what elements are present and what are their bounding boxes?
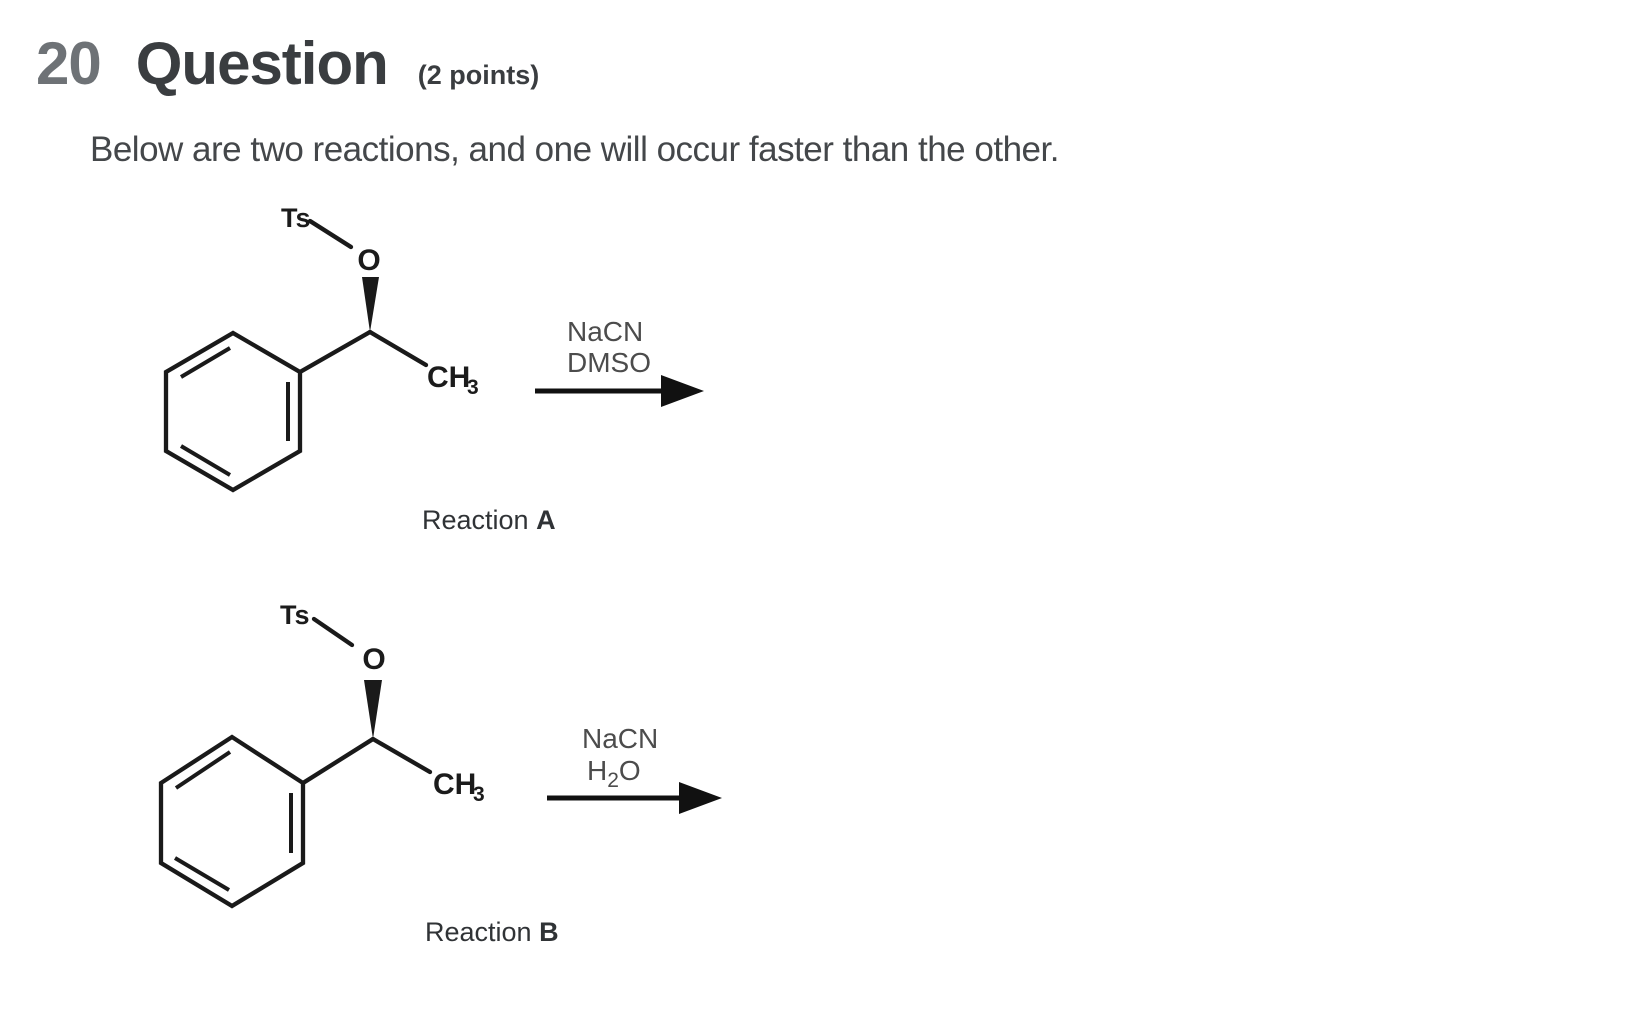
- methyl-subscript-b: 3: [473, 783, 485, 806]
- ts-label-a: Ts: [281, 203, 311, 233]
- reaction-arrow-head-b: [679, 782, 722, 814]
- water-o: O: [619, 755, 641, 786]
- oxygen-label-b: O: [362, 643, 385, 676]
- water-h: H: [587, 755, 607, 786]
- benzene-double-bond-b-3: [173, 856, 231, 892]
- methyl-label-b: CH: [433, 768, 476, 801]
- bond-ring-to-carbon-a: [297, 329, 373, 375]
- question-points-badge: (2 points): [417, 60, 540, 90]
- water-subscript: 2: [607, 769, 619, 792]
- reaction-a-caption-letter: A: [536, 505, 556, 535]
- methyl-subscript-a: 3: [467, 376, 479, 399]
- reaction-b-caption-letter: B: [539, 917, 559, 947]
- question-header: 20 Question (2 points): [36, 34, 539, 94]
- benzene-double-bond-a-1: [179, 346, 232, 379]
- methyl-label-a: CH: [427, 361, 470, 394]
- reaction-b-caption: Reaction B: [425, 917, 559, 947]
- bond-carbon-to-methyl-a: [367, 329, 429, 368]
- question-number: 20: [36, 30, 102, 97]
- bond-ring-to-carbon-b: [300, 736, 376, 786]
- reagent-nacn-a: NaCN: [567, 316, 643, 347]
- wedge-bond-b: [364, 680, 382, 739]
- ts-label-b: Ts: [280, 600, 310, 630]
- reaction-a-caption-prefix: Reaction: [422, 505, 536, 535]
- oxygen-label-a: O: [357, 244, 380, 277]
- reagent-nacn-b: NaCN: [582, 723, 658, 754]
- reagent-water-b: H2O: [587, 755, 641, 792]
- reaction-a-scheme: Ts O CH 3 NaCN DMSO Reaction A: [163, 203, 704, 535]
- reaction-a-caption: Reaction A: [422, 505, 556, 535]
- reaction-arrow-head-a: [661, 375, 704, 407]
- question-prompt-text: Below are two reactions, and one will oc…: [90, 130, 1059, 169]
- benzene-double-bond-b-1: [174, 750, 232, 790]
- bond-carbon-to-methyl-b: [370, 736, 433, 775]
- question-title: Question: [135, 30, 389, 97]
- benzene-double-bond-a-3: [179, 444, 232, 477]
- wedge-bond-a: [362, 277, 379, 332]
- benzene-ring-b: [158, 734, 306, 909]
- bond-o-to-ts-a: [307, 218, 354, 250]
- reagent-dmso-a: DMSO: [567, 347, 651, 378]
- bond-o-to-ts-b: [311, 616, 355, 648]
- reaction-b-scheme: Ts O CH 3 NaCN H2O Reaction B: [158, 600, 722, 947]
- reaction-b-caption-prefix: Reaction: [425, 917, 539, 947]
- benzene-ring-a: [163, 330, 303, 493]
